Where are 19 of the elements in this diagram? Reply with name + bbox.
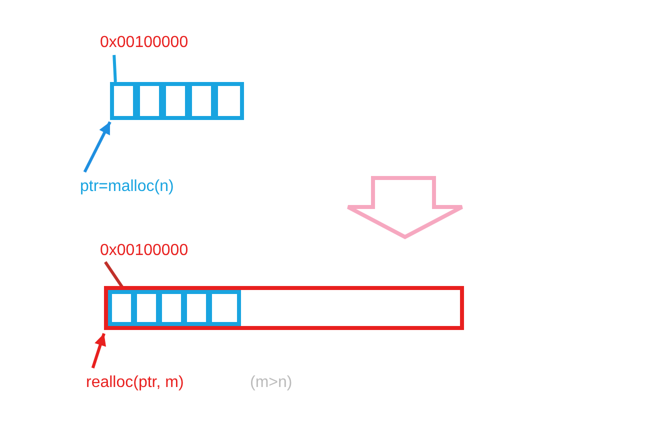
memory-cell — [136, 82, 163, 120]
address-label: 0x00100000 — [100, 33, 188, 53]
arrow — [91, 333, 106, 368]
memory-cell — [188, 82, 215, 120]
memory-cell — [183, 290, 210, 326]
leader-line — [112, 54, 117, 82]
memory-cell — [214, 82, 244, 120]
memory-cell — [208, 290, 241, 326]
code-label: ptr=malloc(n) — [80, 177, 174, 197]
condition-note: (m>n) — [250, 373, 292, 393]
memory-cell — [162, 82, 189, 120]
memory-cell — [110, 82, 137, 120]
arrow — [83, 121, 112, 173]
memory-cell — [133, 290, 160, 326]
address-label: 0x00100000 — [100, 241, 188, 261]
memory-cell — [108, 290, 135, 326]
memory-block — [104, 286, 464, 330]
code-label: realloc(ptr, m) — [86, 373, 184, 393]
memory-cell — [158, 290, 185, 326]
